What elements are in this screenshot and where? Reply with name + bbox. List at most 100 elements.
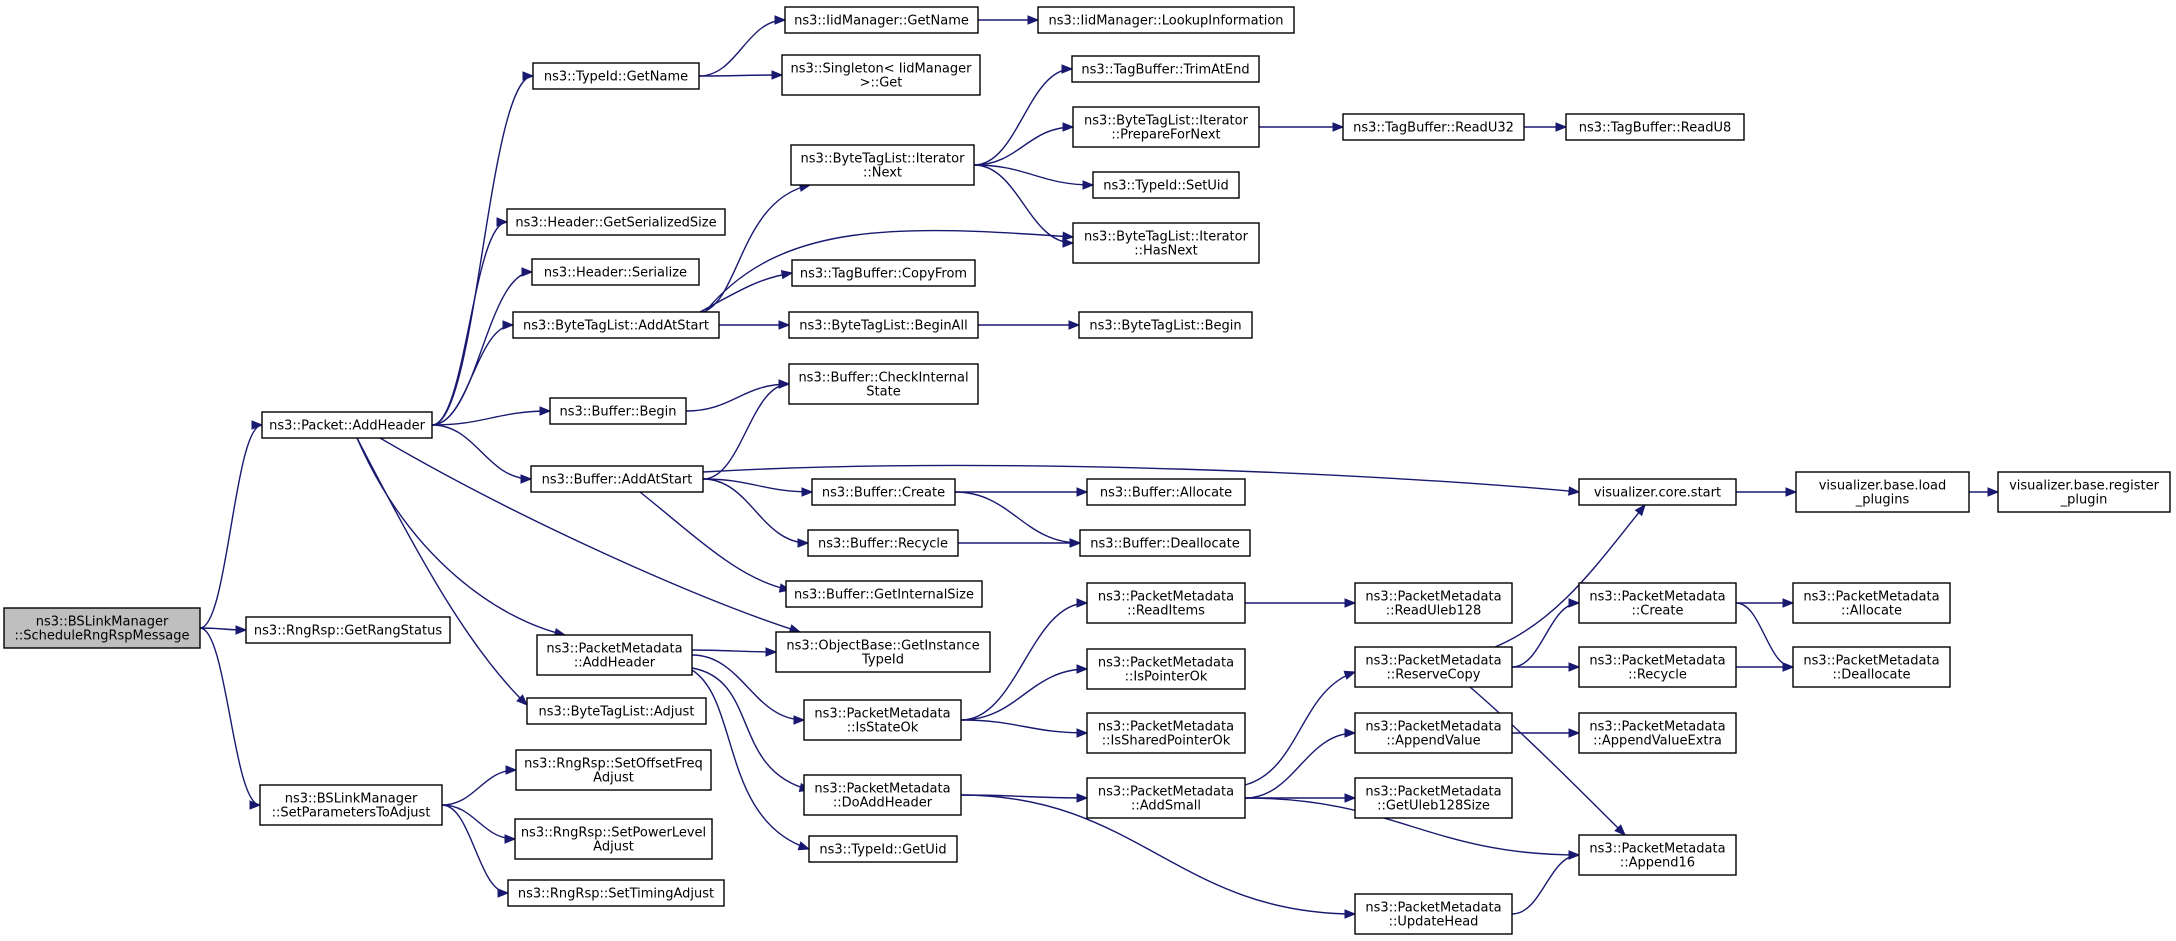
node-bufCreate[interactable]: ns3::Buffer::Create xyxy=(811,478,956,506)
node-pmReadItems[interactable]: ns3::PacketMetadata::ReadItems xyxy=(1086,582,1246,624)
node-box[interactable] xyxy=(1792,582,1951,624)
node-tbTrimAtEnd[interactable]: ns3::TagBuffer::TrimAtEnd xyxy=(1071,55,1260,83)
node-iidLookup[interactable]: ns3::IidManager::LookupInformation xyxy=(1037,6,1295,34)
node-bufferAddAtStart[interactable]: ns3::Buffer::AddAtStart xyxy=(530,465,704,493)
node-btlPrepareForNext[interactable]: ns3::ByteTagList::Iterator::PrepareForNe… xyxy=(1072,106,1260,148)
node-box[interactable] xyxy=(507,879,725,907)
node-iidGetName[interactable]: ns3::IidManager::GetName xyxy=(784,6,979,34)
node-btlAdjust[interactable]: ns3::ByteTagList::Adjust xyxy=(526,697,707,725)
node-box[interactable] xyxy=(532,62,700,90)
node-box[interactable] xyxy=(788,363,979,405)
node-tbReadU32[interactable]: ns3::TagBuffer::ReadU32 xyxy=(1342,113,1525,141)
node-box[interactable] xyxy=(1354,893,1513,935)
node-bufDeallocate[interactable]: ns3::Buffer::Deallocate xyxy=(1079,529,1251,557)
node-setTiming[interactable]: ns3::RngRsp::SetTimingAdjust xyxy=(507,879,725,907)
node-box[interactable] xyxy=(1342,113,1525,141)
node-box[interactable] xyxy=(1086,712,1246,754)
node-typeIdSetUid[interactable]: ns3::TypeId::SetUid xyxy=(1092,171,1240,199)
node-pmIsPointerOk[interactable]: ns3::PacketMetadata::IsPointerOk xyxy=(1086,648,1246,690)
node-vizStart[interactable]: visualizer.core.start xyxy=(1578,478,1737,506)
node-box[interactable] xyxy=(1578,582,1737,624)
node-box[interactable] xyxy=(1092,171,1240,199)
node-box[interactable] xyxy=(245,616,451,644)
node-pmRecycle[interactable]: ns3::PacketMetadata::Recycle xyxy=(1578,646,1737,688)
node-typeIdGetUid[interactable]: ns3::TypeId::GetUid xyxy=(808,835,958,863)
node-box[interactable] xyxy=(1354,582,1513,624)
node-box[interactable] xyxy=(785,580,983,608)
node-box[interactable] xyxy=(1086,648,1246,690)
node-box[interactable] xyxy=(259,784,443,826)
node-box[interactable] xyxy=(536,634,693,676)
node-bufferBegin[interactable]: ns3::Buffer::Begin xyxy=(549,397,687,425)
node-box[interactable] xyxy=(1354,777,1513,819)
node-box[interactable] xyxy=(808,835,958,863)
node-box[interactable] xyxy=(1354,712,1513,754)
node-box[interactable] xyxy=(526,697,707,725)
node-root[interactable]: ns3::BSLinkManager::ScheduleRngRspMessag… xyxy=(3,607,201,649)
node-headerGetSize[interactable]: ns3::Header::GetSerializedSize xyxy=(506,208,726,236)
node-pmIsSharedPointerOk[interactable]: ns3::PacketMetadata::IsSharedPointerOk xyxy=(1086,712,1246,754)
node-pmAppendValueExtra[interactable]: ns3::PacketMetadata::AppendValueExtra xyxy=(1578,712,1737,754)
node-box[interactable] xyxy=(514,818,713,860)
node-btlIterNext[interactable]: ns3::ByteTagList::Iterator::Next xyxy=(790,144,975,186)
node-box[interactable] xyxy=(1578,646,1737,688)
node-bufAllocate[interactable]: ns3::Buffer::Allocate xyxy=(1086,478,1246,506)
node-box[interactable] xyxy=(1086,582,1246,624)
node-getRangStatus[interactable]: ns3::RngRsp::GetRangStatus xyxy=(245,616,451,644)
node-box[interactable] xyxy=(1072,106,1260,148)
node-box[interactable] xyxy=(790,144,975,186)
node-box[interactable] xyxy=(803,774,962,816)
node-box[interactable] xyxy=(811,478,956,506)
node-addHeader[interactable]: ns3::Packet::AddHeader xyxy=(261,411,433,439)
node-bufGetInternalSize[interactable]: ns3::Buffer::GetInternalSize xyxy=(785,580,983,608)
node-btlHasNext[interactable]: ns3::ByteTagList::Iterator::HasNext xyxy=(1072,222,1260,264)
node-box[interactable] xyxy=(506,208,726,236)
node-box[interactable] xyxy=(512,311,720,339)
node-pmUpdateHead[interactable]: ns3::PacketMetadata::UpdateHead xyxy=(1354,893,1513,935)
node-box[interactable] xyxy=(1792,646,1951,688)
node-pmAllocate[interactable]: ns3::PacketMetadata::Allocate xyxy=(1792,582,1951,624)
node-pmAddSmall[interactable]: ns3::PacketMetadata::AddSmall xyxy=(1086,777,1246,819)
node-pmReadUleb128[interactable]: ns3::PacketMetadata::ReadUleb128 xyxy=(1354,582,1513,624)
node-box[interactable] xyxy=(1795,471,1970,513)
node-box[interactable] xyxy=(1578,834,1737,876)
node-box[interactable] xyxy=(515,749,712,791)
node-box[interactable] xyxy=(1037,6,1295,34)
node-pmAppendValue[interactable]: ns3::PacketMetadata::AppendValue xyxy=(1354,712,1513,754)
node-pmDeallocate[interactable]: ns3::PacketMetadata::Deallocate xyxy=(1792,646,1951,688)
node-headerSerialize[interactable]: ns3::Header::Serialize xyxy=(531,258,700,286)
node-tbCopyFrom[interactable]: ns3::TagBuffer::CopyFrom xyxy=(791,259,976,287)
node-box[interactable] xyxy=(1578,478,1737,506)
node-setParams[interactable]: ns3::BSLinkManager::SetParametersToAdjus… xyxy=(259,784,443,826)
node-tbReadU8[interactable]: ns3::TagBuffer::ReadU8 xyxy=(1565,113,1745,141)
node-box[interactable] xyxy=(1086,478,1246,506)
node-box[interactable] xyxy=(1071,55,1260,83)
node-pmDoAddHeader[interactable]: ns3::PacketMetadata::DoAddHeader xyxy=(803,774,962,816)
node-box[interactable] xyxy=(531,258,700,286)
node-box[interactable] xyxy=(784,6,979,34)
node-box[interactable] xyxy=(1997,471,2171,513)
node-box[interactable] xyxy=(3,607,201,649)
node-box[interactable] xyxy=(791,259,976,287)
node-box[interactable] xyxy=(1072,222,1260,264)
node-box[interactable] xyxy=(261,411,433,439)
node-box[interactable] xyxy=(1079,529,1251,557)
node-box[interactable] xyxy=(781,54,981,96)
node-box[interactable] xyxy=(788,311,979,339)
node-pmGetUleb128Size[interactable]: ns3::PacketMetadata::GetUleb128Size xyxy=(1354,777,1513,819)
node-pmAppend16[interactable]: ns3::PacketMetadata::Append16 xyxy=(1578,834,1737,876)
node-box[interactable] xyxy=(803,699,962,741)
node-vizRegister[interactable]: visualizer.base.register_plugin xyxy=(1997,471,2171,513)
node-box[interactable] xyxy=(1565,113,1745,141)
node-bufRecycle[interactable]: ns3::Buffer::Recycle xyxy=(807,529,959,557)
node-box[interactable] xyxy=(1078,311,1253,339)
node-btlAddAtStart[interactable]: ns3::ByteTagList::AddAtStart xyxy=(512,311,720,339)
node-typeIdGetName[interactable]: ns3::TypeId::GetName xyxy=(532,62,700,90)
node-box[interactable] xyxy=(775,631,991,673)
node-singletonGet[interactable]: ns3::Singleton< IidManager>::Get xyxy=(781,54,981,96)
node-btlBegin[interactable]: ns3::ByteTagList::Begin xyxy=(1078,311,1253,339)
